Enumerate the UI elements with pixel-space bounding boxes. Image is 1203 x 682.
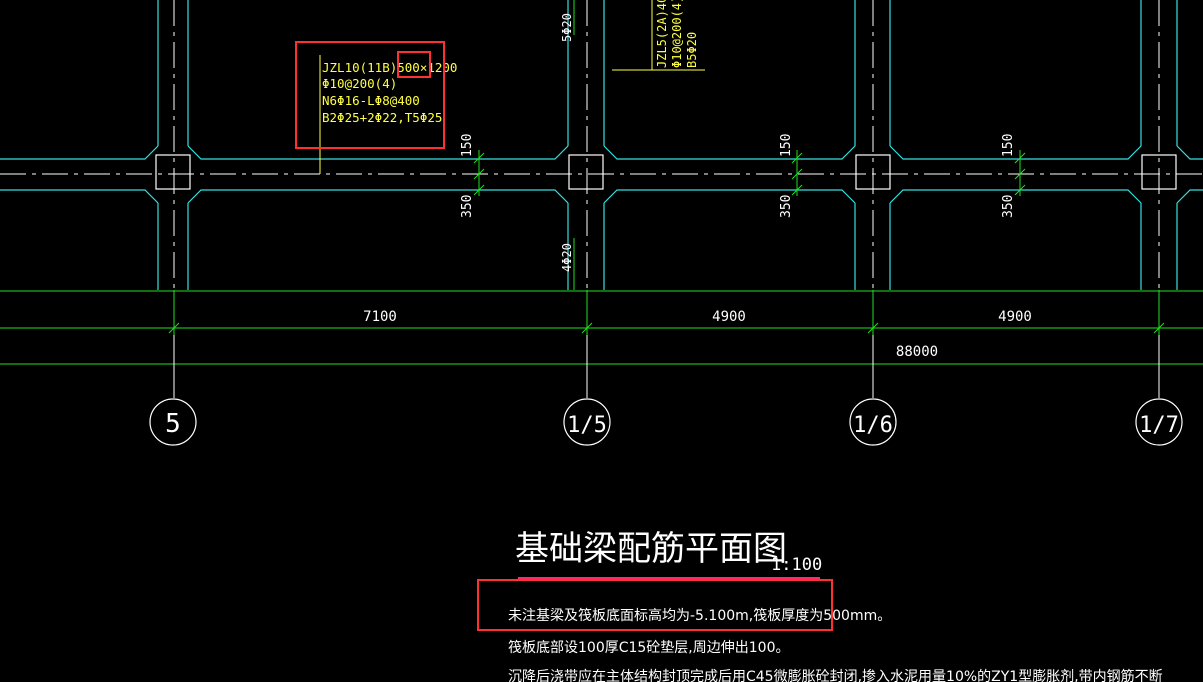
- axis-bubble: [149, 398, 197, 446]
- axis-bubble: [563, 398, 611, 446]
- axis-bubbles: [149, 398, 1183, 446]
- callout-left-line1: JZL10(11B)500×: [322, 60, 427, 75]
- offset-upper: 150: [1001, 134, 1016, 157]
- axis-labels: 5 1/5 1/6 1/7: [165, 409, 1179, 439]
- beam-callout-right: JZL5(2A)400× Φ10@200(4) B5Φ20: [612, 0, 705, 71]
- span-dimension: 4900: [998, 309, 1032, 325]
- offset-lower: 350: [1001, 195, 1016, 218]
- note-line-3: 沉降后浇带应在主体结构封顶完成后用C45微膨胀砼封闭,掺入水泥用量10%的ZY1…: [508, 668, 1163, 682]
- offset-upper: 150: [460, 134, 475, 157]
- axis-label: 5: [165, 409, 181, 439]
- dimension-texts: 7100 4900 4900 88000: [363, 309, 1032, 360]
- note-line-2: 筏板底部设100厚C15砼垫层,周边伸出100。: [508, 639, 789, 656]
- drawing-scale: 1:100: [771, 555, 822, 575]
- column: [155, 154, 191, 190]
- beam-outlines: [0, 0, 1203, 290]
- notes: 未注基梁及筏板底面标高均为-5.100m,筏板厚度为500mm。 筏板底部设10…: [477, 579, 1163, 682]
- column: [568, 154, 604, 190]
- callout-left-line2: Φ10@200(4): [322, 76, 397, 91]
- axis-bubble: [849, 398, 897, 446]
- drawing-title-block: 基础梁配筋平面图 1:100: [515, 529, 822, 579]
- axis-bubble: [1135, 398, 1183, 446]
- axis-leaders: [173, 335, 1160, 398]
- note-line-1: 未注基梁及筏板底面标高均为-5.100m,筏板厚度为500mm。: [508, 607, 891, 624]
- callout-left-line3: N6Φ16-LΦ8@400: [322, 93, 420, 108]
- span-dimension: 4900: [712, 309, 746, 325]
- centerlines: [0, 0, 1203, 290]
- rebar-label-bottom: 4Φ20: [560, 243, 574, 272]
- axis-label: 1/7: [1139, 413, 1179, 438]
- svg-text:JZL10(11B)500×1200: JZL10(11B)500×1200: [322, 60, 457, 75]
- value-highlight-box: [397, 51, 431, 78]
- axis-label: 1/6: [853, 413, 893, 438]
- beam-callout-left: JZL10(11B)500×1200 Φ10@200(4) N6Φ16-LΦ8@…: [295, 41, 457, 174]
- columns: [155, 154, 1177, 190]
- callout-highlight-box: [295, 41, 445, 149]
- callout-right-line2: Φ10@200(4): [670, 0, 684, 68]
- offset-lower: 350: [779, 195, 794, 218]
- beam-bottom-edge: [0, 189, 1203, 204]
- rebar-label-top: 5Φ20: [560, 13, 574, 42]
- note-highlight-box: [477, 579, 833, 631]
- offset-texts: 150 350 150 350 150 350 5Φ20 4Φ20: [460, 13, 1016, 272]
- span-dimension: 7100: [363, 309, 397, 325]
- beam-top-edge: [0, 145, 1203, 160]
- offset-lower: 350: [460, 195, 475, 218]
- dimension-lines: [0, 0, 1203, 365]
- callout-right-line1: JZL5(2A)400×: [655, 0, 669, 68]
- callout-right-line3: B5Φ20: [685, 32, 699, 68]
- callout-left-line4: B2Φ25+2Φ22,T5Φ25: [322, 110, 442, 125]
- axis-label: 1/5: [567, 413, 607, 438]
- total-dimension: 88000: [896, 344, 938, 360]
- drawing-title: 基础梁配筋平面图: [515, 529, 787, 569]
- offset-upper: 150: [779, 134, 794, 157]
- beam-height-value: 1200: [427, 60, 457, 75]
